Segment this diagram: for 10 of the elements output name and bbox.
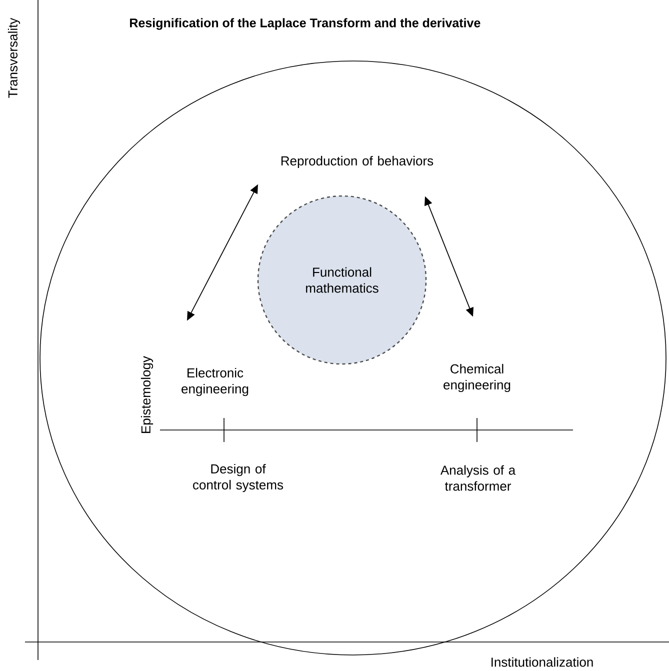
axis-label: Institutionalization (492, 657, 593, 667)
node-text: Electronic engineering (182, 368, 248, 396)
label: Analysis of a transformer (440, 465, 516, 491)
node-text: Reproduction of behaviors (281, 156, 434, 168)
title: Resignification of the Laplace Transform and the derivative (130, 18, 480, 30)
outer-ellipse (40, 60, 666, 656)
node-text: Chemical engineering (444, 364, 510, 392)
axis-label: Transversality (8, 18, 20, 98)
axis-label: Epistemology (140, 356, 154, 433)
label: Design of control systems (193, 464, 284, 492)
